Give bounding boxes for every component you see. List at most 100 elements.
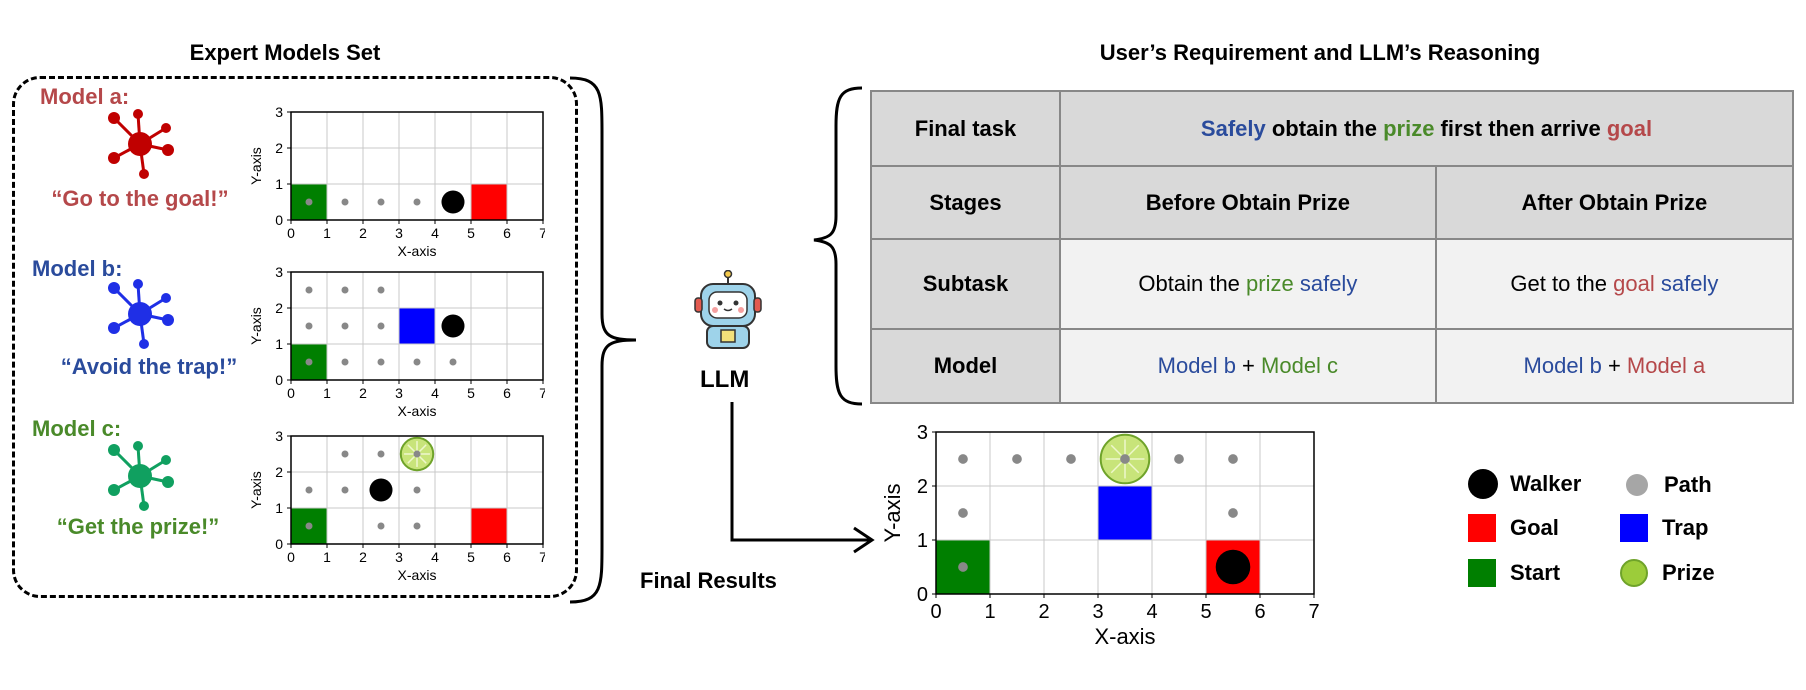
goal-cell	[471, 184, 507, 220]
final-task-text-segment: first then arrive	[1434, 115, 1607, 141]
legend-start: Start	[1468, 559, 1560, 587]
requirement-title: User’s Requirement and LLM’s Reasoning	[1099, 40, 1541, 65]
x-tick-label: 7	[539, 549, 545, 565]
final-results-label: Final Results	[640, 568, 777, 593]
x-tick-label: 3	[395, 225, 403, 241]
llm-label: LLM	[700, 366, 750, 393]
subtask-header: Subtask	[870, 238, 1061, 330]
path-dot	[305, 486, 313, 494]
x-tick-label: 5	[467, 385, 475, 401]
path-dot	[305, 358, 313, 366]
walker-marker	[441, 314, 465, 338]
model-after-segment: +	[1601, 353, 1627, 378]
path-dot	[1228, 454, 1238, 464]
start-swatch-icon	[1468, 559, 1496, 587]
x-tick-label: 5	[467, 549, 475, 565]
x-axis-label: X-axis	[398, 567, 437, 583]
x-axis-label: X-axis	[398, 403, 437, 419]
expert-brace	[569, 76, 637, 604]
walker-marker	[369, 478, 393, 502]
path-dot	[413, 486, 421, 494]
final-task-text-segment: obtain the	[1265, 115, 1384, 141]
y-tick-label: 0	[917, 584, 928, 606]
y-tick-label: 3	[275, 264, 283, 280]
x-tick-label: 1	[323, 225, 331, 241]
path-dot	[305, 322, 313, 330]
path-dot	[1066, 454, 1076, 464]
y-tick-label: 2	[275, 140, 283, 156]
network-icon-a	[108, 109, 174, 179]
x-tick-label: 4	[1146, 601, 1157, 623]
y-tick-label: 1	[275, 176, 283, 192]
subtask-before-segment: prize	[1246, 271, 1294, 296]
x-tick-label: 0	[930, 601, 941, 623]
path-dot	[305, 286, 313, 294]
x-tick-label: 5	[1200, 601, 1211, 623]
path-dot	[341, 198, 349, 206]
x-tick-label: 7	[539, 385, 545, 401]
path-dot	[413, 522, 421, 530]
legend-trap-label: Trap	[1662, 515, 1709, 540]
x-tick-label: 3	[1092, 601, 1103, 623]
x-tick-label: 6	[503, 385, 511, 401]
legend-goal-label: Goal	[1510, 515, 1559, 540]
plot-frame	[935, 431, 1315, 595]
network-icon-graphic-c	[108, 441, 174, 511]
stage-before-header: Before Obtain Prize	[1059, 165, 1437, 240]
subtask-after-segment: goal	[1613, 271, 1655, 296]
model-b-quote: “Avoid the trap!”	[60, 354, 238, 379]
x-tick-label: 5	[467, 225, 475, 241]
x-tick-label: 0	[287, 385, 295, 401]
subtask-before-segment: Obtain the	[1138, 271, 1247, 296]
path-dot	[377, 322, 385, 330]
x-tick-label: 1	[323, 385, 331, 401]
path-dot	[1174, 454, 1184, 464]
path-dot	[377, 198, 385, 206]
subtask-after-segment: Get to the	[1510, 271, 1614, 296]
x-tick-label: 2	[1038, 601, 1049, 623]
path-dot	[377, 450, 385, 458]
y-tick-label: 1	[275, 500, 283, 516]
lime-prize-icon	[1620, 559, 1648, 587]
walker-marker	[1215, 549, 1251, 585]
path-dot	[341, 322, 349, 330]
legend-walker: Walker	[1468, 469, 1581, 499]
x-axis-label: X-axis	[398, 243, 437, 259]
path-marker-icon	[1626, 474, 1648, 496]
model-after-segment: Model a	[1626, 353, 1706, 378]
x-tick-label: 4	[431, 385, 439, 401]
x-tick-label: 6	[503, 225, 511, 241]
path-dot	[958, 454, 968, 464]
network-icon-c	[108, 441, 174, 511]
y-axis-label: Y-axis	[248, 147, 264, 185]
y-tick-label: 2	[917, 476, 928, 498]
stage-after-header: After Obtain Prize	[1434, 165, 1795, 240]
expert-models-frame	[12, 76, 578, 598]
final-task-text-segment: prize	[1383, 115, 1435, 141]
robot-icon	[694, 270, 762, 349]
table-brace	[813, 86, 863, 406]
path-dot	[305, 522, 313, 530]
y-tick-label: 3	[275, 104, 283, 120]
goal-cell	[471, 508, 507, 544]
path-dot	[413, 358, 421, 366]
walker-marker-icon	[1468, 469, 1498, 499]
legend-prize: Prize	[1620, 559, 1715, 587]
x-tick-label: 7	[539, 225, 545, 241]
model-c-label: Model c:	[32, 416, 122, 441]
final-task-text: Safely obtain the prize first then arriv…	[1059, 90, 1794, 167]
y-axis-label: Y-axis	[248, 307, 264, 345]
legend-goal: Goal	[1468, 514, 1559, 542]
path-dot	[958, 508, 968, 518]
x-tick-label: 1	[984, 601, 995, 623]
x-tick-label: 0	[287, 549, 295, 565]
legend-path: Path	[1622, 472, 1712, 498]
path-dot	[341, 450, 349, 458]
path-dot	[1012, 454, 1022, 464]
legend-walker-label: Walker	[1510, 471, 1582, 496]
path-dot	[341, 358, 349, 366]
